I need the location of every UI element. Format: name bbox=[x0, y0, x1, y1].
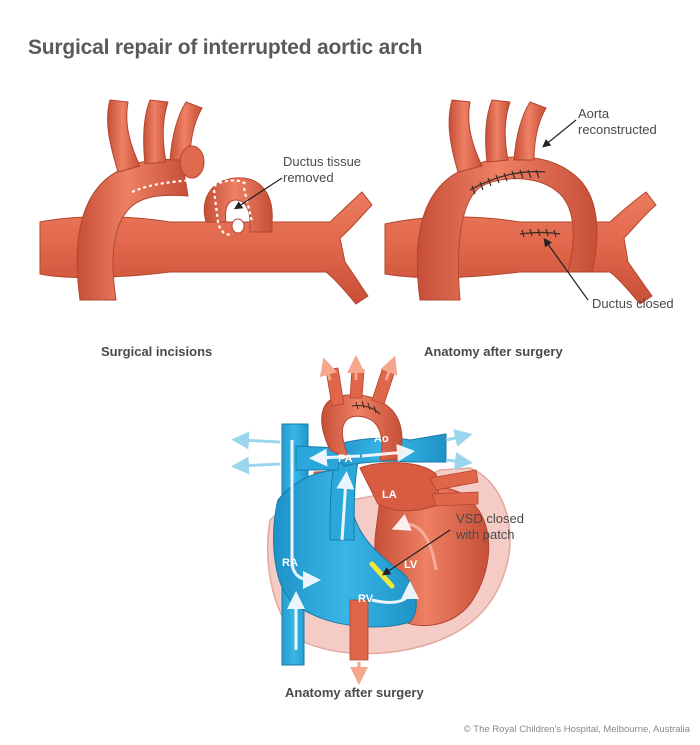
right-top-annotation: Aorta reconstructed bbox=[578, 106, 657, 138]
right-top-annotation-line-2: reconstructed bbox=[578, 122, 657, 137]
right-top-arrow bbox=[542, 119, 577, 148]
heart-annotation: VSD closed with patch bbox=[456, 511, 524, 543]
heart-caption: Anatomy after surgery bbox=[285, 685, 424, 700]
vsd-patch bbox=[369, 561, 395, 589]
left-annotation-line-1: Ductus tissue bbox=[283, 154, 362, 169]
heart-annotation-line-1: VSD closed bbox=[456, 511, 524, 526]
right-bottom-arrow bbox=[543, 238, 589, 301]
right-panel-vessels bbox=[384, 99, 657, 305]
heart-illustration: Ao PA LA LV RA RV bbox=[231, 355, 511, 685]
label-la: LA bbox=[382, 489, 397, 501]
label-ra: RA bbox=[282, 557, 298, 569]
label-pa: PA bbox=[338, 453, 353, 465]
left-annotation-arrow bbox=[233, 177, 283, 210]
left-annotation: Ductus tissue removed bbox=[283, 154, 361, 186]
heart-annotation-line-2: with patch bbox=[456, 527, 515, 542]
left-panel-vessels bbox=[39, 99, 373, 305]
label-lv: LV bbox=[404, 559, 418, 571]
label-rv: RV bbox=[358, 593, 374, 605]
copyright-credit: © The Royal Children's Hospital, Melbour… bbox=[463, 724, 690, 735]
page-title: Surgical repair of interrupted aortic ar… bbox=[28, 36, 423, 59]
right-top-annotation-line-1: Aorta bbox=[578, 106, 610, 121]
heart-annotation-arrow bbox=[382, 529, 451, 576]
right-bottom-annotation: Ductus closed bbox=[592, 296, 674, 311]
left-annotation-line-2: removed bbox=[283, 170, 334, 185]
right-caption: Anatomy after surgery bbox=[424, 344, 563, 359]
left-caption: Surgical incisions bbox=[101, 344, 213, 359]
label-ao: Ao bbox=[374, 433, 389, 445]
